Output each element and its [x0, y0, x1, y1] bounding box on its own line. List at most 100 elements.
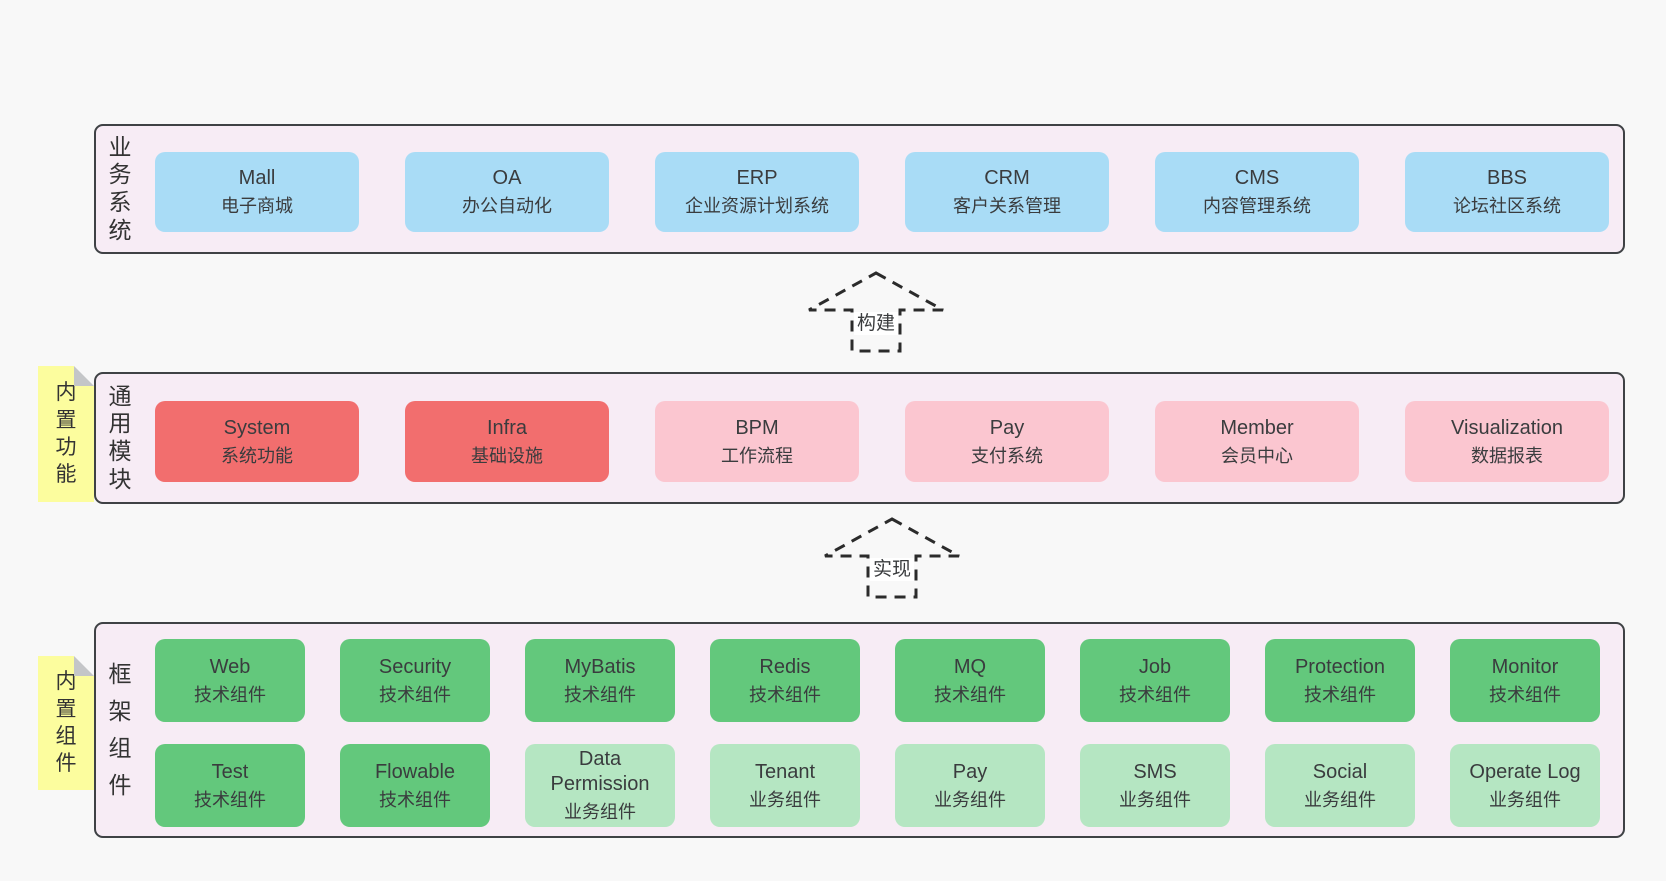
box-subtitle: 基础设施: [471, 445, 543, 466]
box-subtitle: 企业资源计划系统: [685, 196, 829, 217]
box-subtitle: 数据报表: [1471, 445, 1543, 466]
box-visualization: Visualization 数据报表: [1405, 401, 1609, 482]
folded-corner-icon: [74, 656, 94, 676]
box-subtitle: 系统功能: [221, 445, 293, 466]
box-subtitle: 电子商城: [221, 196, 293, 217]
arrow-label: 实现: [869, 558, 915, 581]
box-title: SMS: [1133, 760, 1177, 783]
components-row-1: Web 技术组件 Security 技术组件 MyBatis 技术组件 Redi…: [155, 639, 1600, 722]
note-text: 内置功能: [55, 381, 77, 487]
box-title: Protection: [1294, 655, 1386, 678]
box-monitor: Monitor 技术组件: [1450, 639, 1600, 722]
box-data-permission: Data Permission 业务组件: [525, 744, 675, 827]
box-subtitle: 技术组件: [1489, 684, 1561, 705]
box-subtitle: 技术组件: [194, 789, 266, 810]
box-subtitle: 技术组件: [379, 789, 451, 810]
up-arrow-icon: [808, 271, 944, 353]
box-redis: Redis 技术组件: [710, 639, 860, 722]
box-mq: MQ 技术组件: [895, 639, 1045, 722]
box-title: Infra: [486, 416, 528, 439]
box-erp: ERP 企业资源计划系统: [655, 152, 859, 232]
layer-common-modules: 通用模块 System 系统功能 Infra 基础设施 BPM 工作流程 Pay…: [94, 372, 1625, 504]
box-system: System 系统功能: [155, 401, 359, 482]
box-pay-component: Pay 业务组件: [895, 744, 1045, 827]
box-title: Test: [211, 760, 249, 783]
box-mall: Mall 电子商城: [155, 152, 359, 232]
box-bpm: BPM 工作流程: [655, 401, 859, 482]
box-operate-log: Operate Log 业务组件: [1450, 744, 1600, 827]
box-subtitle: 技术组件: [749, 684, 821, 705]
box-social: Social 业务组件: [1265, 744, 1415, 827]
note-text: 内置组件: [55, 670, 77, 776]
box-test: Test 技术组件: [155, 744, 305, 827]
implement-arrow: 实现: [822, 516, 962, 600]
box-subtitle: 技术组件: [379, 684, 451, 705]
box-subtitle: 业务组件: [1119, 789, 1191, 810]
box-subtitle: 业务组件: [1304, 789, 1376, 810]
arrow-label: 构建: [853, 312, 899, 335]
box-sms: SMS 业务组件: [1080, 744, 1230, 827]
layer-label-business: 业务系统: [108, 133, 132, 243]
box-subtitle: 业务组件: [749, 789, 821, 810]
box-pay-system: Pay 支付系统: [905, 401, 1109, 482]
box-subtitle: 内容管理系统: [1203, 196, 1311, 217]
box-subtitle: 业务组件: [564, 802, 636, 823]
box-security: Security 技术组件: [340, 639, 490, 722]
sticky-note-builtin-components: 内置组件: [38, 656, 94, 790]
box-title: Mall: [238, 167, 276, 190]
box-mybatis: MyBatis 技术组件: [525, 639, 675, 722]
layer-label-modules: 通用模块: [108, 382, 132, 492]
box-title: CRM: [984, 167, 1030, 190]
box-subtitle: 办公自动化: [462, 196, 552, 217]
folded-corner-icon: [74, 366, 94, 386]
layer-business-systems: 业务系统 Mall 电子商城 OA 办公自动化 ERP 企业资源计划系统 CRM…: [94, 124, 1625, 254]
box-crm: CRM 客户关系管理: [905, 152, 1109, 232]
business-box-row: Mall 电子商城 OA 办公自动化 ERP 企业资源计划系统 CRM 客户关系…: [155, 152, 1609, 232]
box-infra: Infra 基础设施: [405, 401, 609, 482]
box-title: Monitor: [1491, 655, 1559, 678]
box-title: System: [223, 416, 291, 439]
box-title: OA: [492, 167, 522, 190]
box-title: Tenant: [754, 760, 816, 783]
box-title: MyBatis: [564, 655, 636, 678]
box-subtitle: 技术组件: [934, 684, 1006, 705]
layer-label-components: 框架组件: [108, 661, 132, 798]
box-subtitle: 支付系统: [971, 445, 1043, 466]
box-title: Data Permission: [550, 748, 650, 796]
box-title: Visualization: [1451, 416, 1563, 439]
box-oa: OA 办公自动化: [405, 152, 609, 232]
box-title: CMS: [1234, 167, 1280, 190]
box-title: BBS: [1486, 167, 1528, 190]
box-subtitle: 技术组件: [1304, 684, 1376, 705]
box-title: MQ: [953, 655, 987, 678]
build-arrow: 构建: [806, 270, 946, 354]
box-web: Web 技术组件: [155, 639, 305, 722]
modules-box-row: System 系统功能 Infra 基础设施 BPM 工作流程 Pay 支付系统…: [155, 401, 1609, 482]
box-bbs: BBS 论坛社区系统: [1405, 152, 1609, 232]
box-title: Flowable: [374, 760, 456, 783]
box-subtitle: 业务组件: [934, 789, 1006, 810]
box-title: BPM: [735, 416, 779, 439]
box-subtitle: 技术组件: [564, 684, 636, 705]
box-cms: CMS 内容管理系统: [1155, 152, 1359, 232]
box-subtitle: 技术组件: [194, 684, 266, 705]
box-title: ERP: [736, 167, 778, 190]
box-title: Security: [378, 655, 452, 678]
box-title: Pay: [989, 416, 1025, 439]
box-title: Member: [1220, 416, 1294, 439]
box-title: Pay: [952, 760, 988, 783]
box-subtitle: 客户关系管理: [953, 196, 1061, 217]
box-member: Member 会员中心: [1155, 401, 1359, 482]
box-subtitle: 工作流程: [721, 445, 793, 466]
sticky-note-builtin-features: 内置功能: [38, 366, 94, 502]
box-subtitle: 论坛社区系统: [1453, 196, 1561, 217]
components-row-2: Test 技术组件 Flowable 技术组件 Data Permission …: [155, 744, 1600, 827]
box-subtitle: 技术组件: [1119, 684, 1191, 705]
layer-framework-components: 框架组件 Web 技术组件 Security 技术组件 MyBatis 技术组件…: [94, 622, 1625, 838]
box-flowable: Flowable 技术组件: [340, 744, 490, 827]
box-subtitle: 业务组件: [1489, 789, 1561, 810]
box-subtitle: 会员中心: [1221, 445, 1293, 466]
box-title: Web: [209, 655, 251, 678]
box-title: Job: [1138, 655, 1172, 678]
box-protection: Protection 技术组件: [1265, 639, 1415, 722]
